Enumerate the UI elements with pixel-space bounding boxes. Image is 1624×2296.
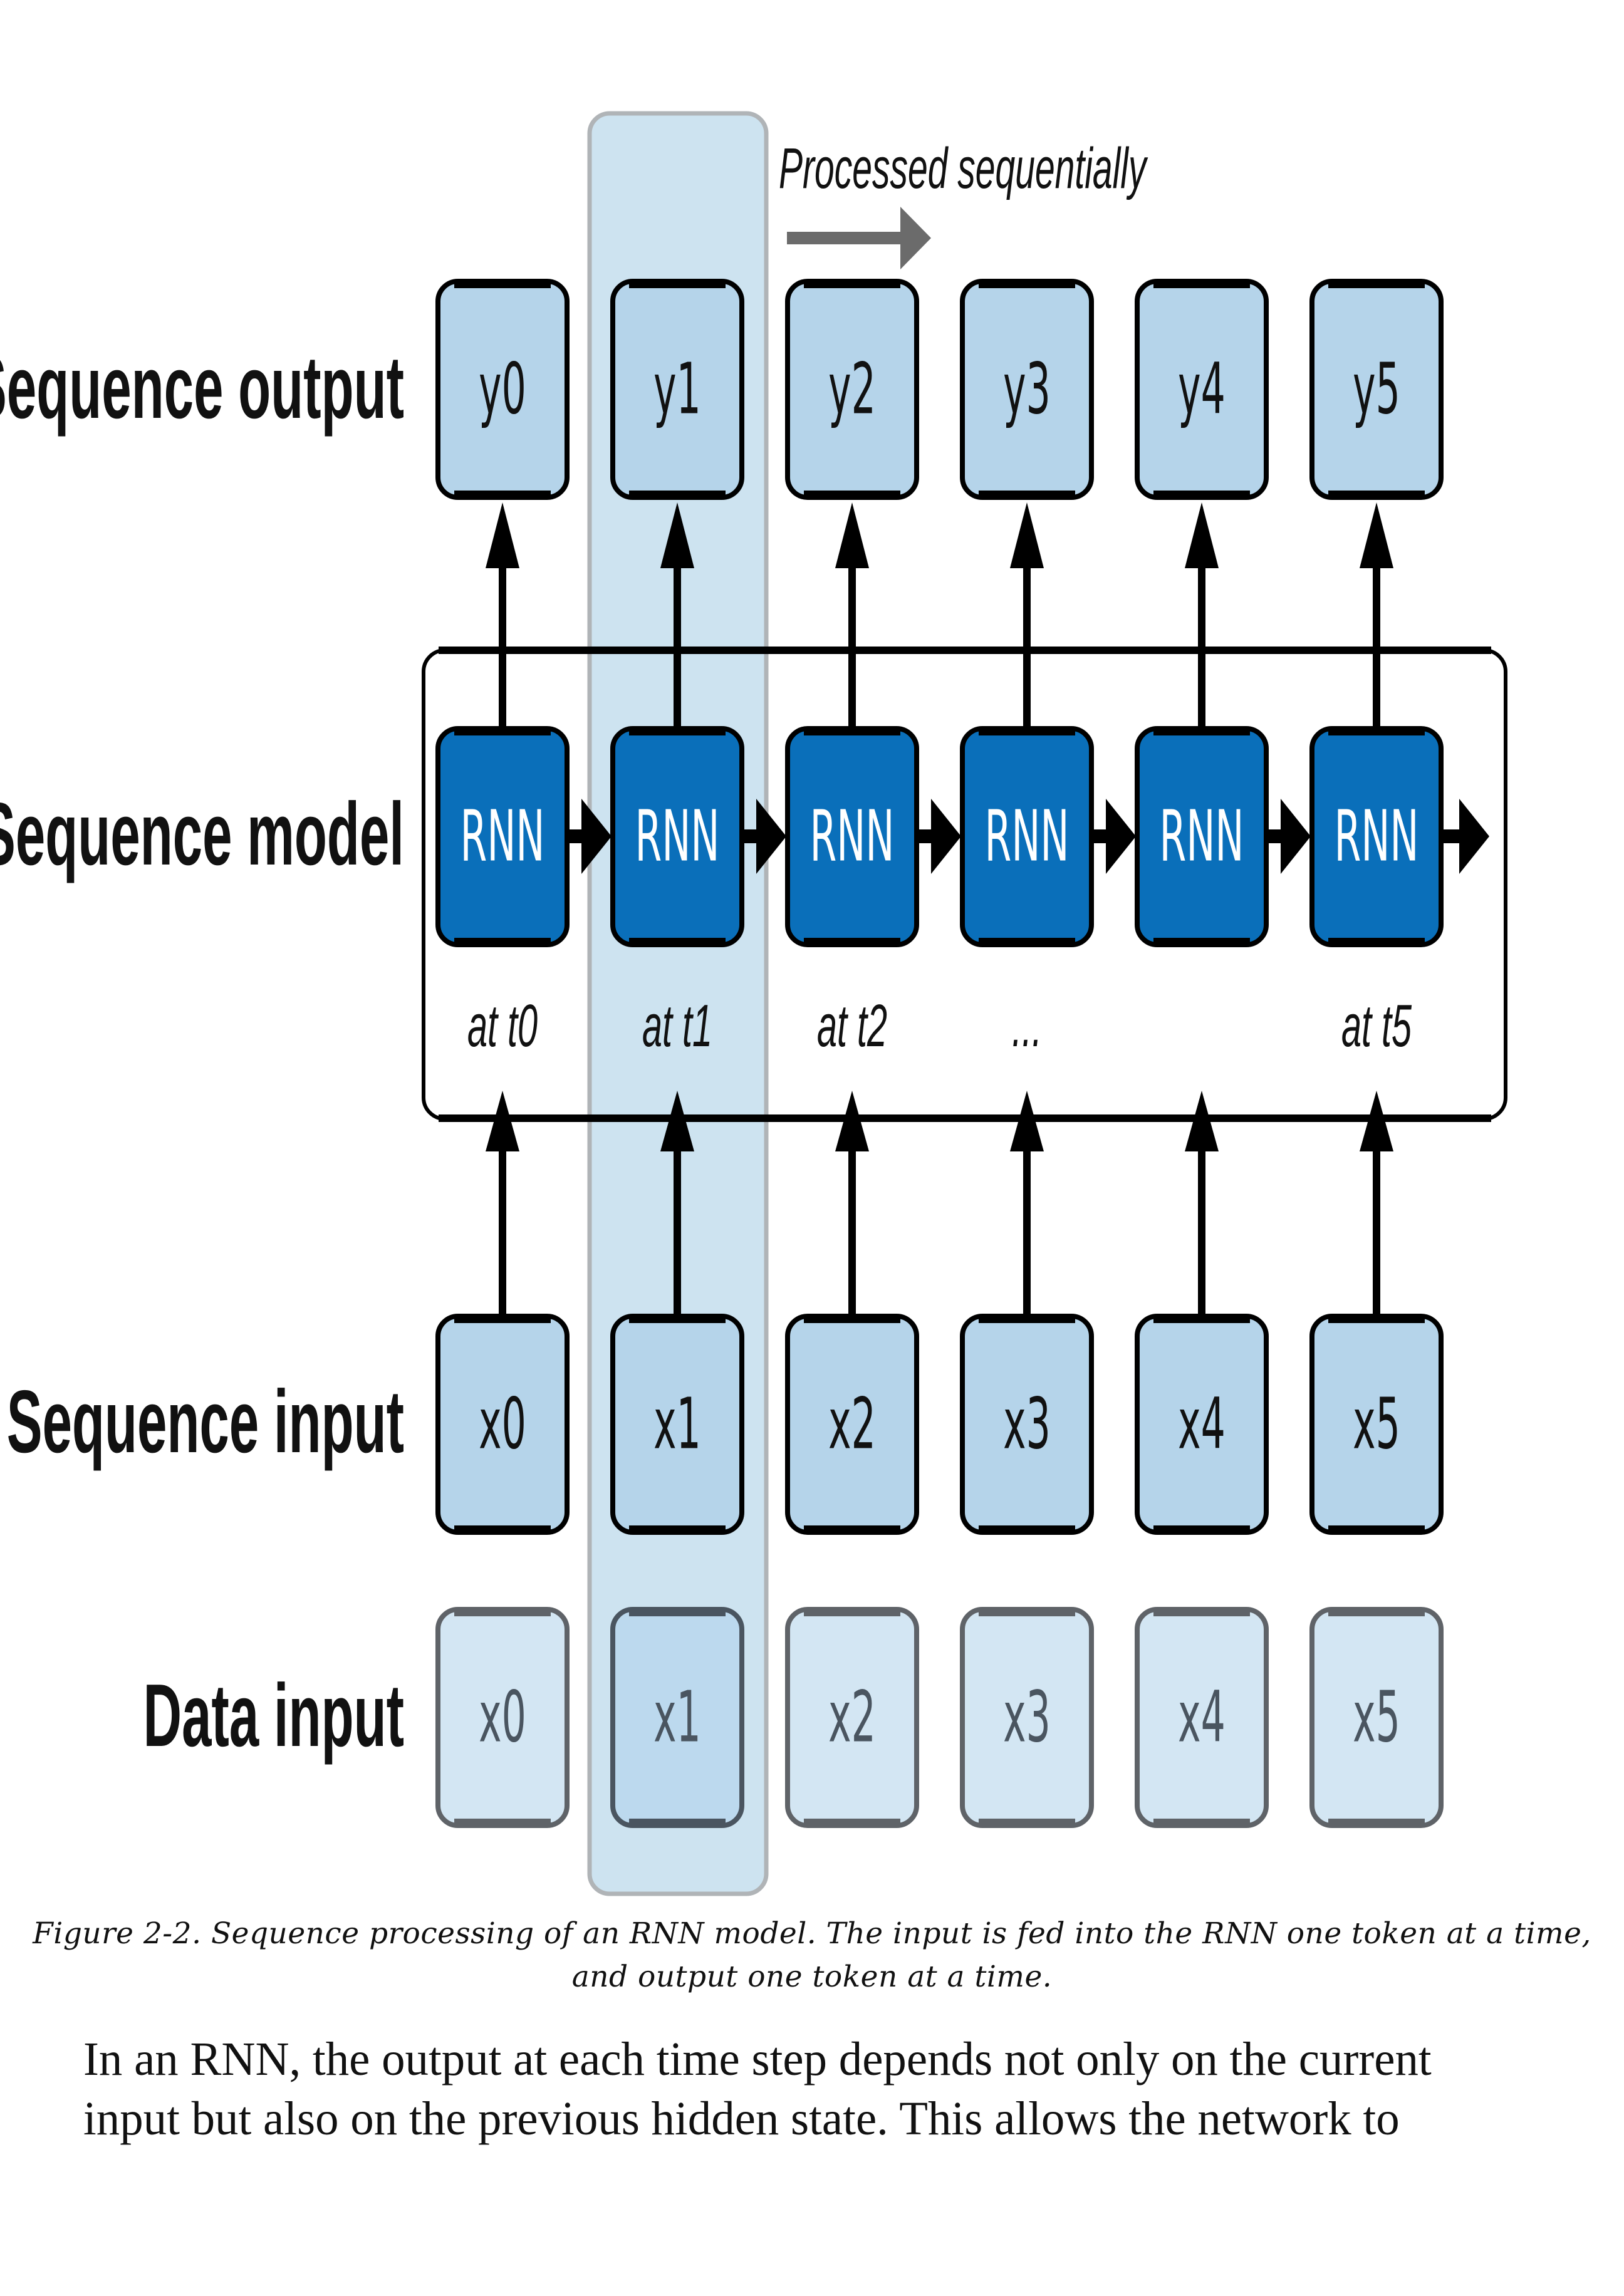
output-cell-label: y5 — [1353, 349, 1400, 430]
model-cell-1: RNN — [610, 726, 744, 947]
model-cell-3: RNN — [960, 726, 1094, 947]
data-cell-3: x3 — [960, 1607, 1094, 1828]
model-cell-label: RNN — [810, 796, 895, 878]
row-label-input: Sequence input — [7, 1371, 404, 1471]
output-cell-0: y0 — [435, 279, 570, 500]
data-cell-label: x5 — [1353, 1677, 1400, 1758]
model-cell-5: RNN — [1309, 726, 1444, 947]
time-label-0: at t0 — [467, 992, 538, 1059]
model-cell-label: RNN — [461, 796, 545, 878]
output-cell-4: y4 — [1135, 279, 1269, 500]
time-label-2: at t2 — [817, 992, 887, 1059]
row-label-model: Sequence model — [0, 784, 404, 883]
recurrent-arrow-icon — [1267, 799, 1311, 874]
output-arrow-icon — [1360, 502, 1393, 730]
output-arrow-icon — [1010, 502, 1044, 730]
data-cell-5: x5 — [1309, 1607, 1444, 1828]
output-arrow-icon — [835, 502, 869, 730]
row-label-output: Sequence output — [0, 337, 404, 437]
model-cell-label: RNN — [1160, 796, 1244, 878]
input-cell-label: x5 — [1353, 1384, 1400, 1465]
data-cell-label: x3 — [1003, 1677, 1051, 1758]
caption-line-1: Figure 2-2. Sequence processing of an RN… — [33, 1916, 1591, 1951]
row-label-data: Data input — [143, 1665, 404, 1765]
input-arrow-icon — [1185, 1091, 1219, 1319]
output-cell-label: y0 — [479, 349, 526, 430]
data-cell-4: x4 — [1135, 1607, 1269, 1828]
output-cell-2: y2 — [785, 279, 919, 500]
time-label-5: at t5 — [1341, 992, 1412, 1059]
input-cell-3: x3 — [960, 1314, 1094, 1535]
data-cell-label: x1 — [653, 1677, 701, 1758]
time-label-3: ... — [1012, 992, 1042, 1059]
input-arrow-icon — [486, 1091, 519, 1319]
data-cell-1: x1 — [610, 1607, 744, 1828]
figure-caption: Figure 2-2. Sequence processing of an RN… — [0, 1912, 1624, 1998]
model-cell-label: RNN — [635, 796, 720, 878]
processed-sequentially-label: Processed sequentially — [779, 137, 1148, 200]
model-cell-2: RNN — [785, 726, 919, 947]
data-cell-0: x0 — [435, 1607, 570, 1828]
output-arrow-icon — [1185, 502, 1219, 730]
input-arrow-icon — [1360, 1091, 1393, 1319]
time-label-1: at t1 — [642, 992, 712, 1059]
input-cell-0: x0 — [435, 1314, 570, 1535]
model-cell-0: RNN — [435, 726, 570, 947]
recurrent-arrow-icon — [1093, 799, 1136, 874]
model-cell-4: RNN — [1135, 726, 1269, 947]
recurrent-arrow-icon — [1442, 799, 1489, 874]
input-cell-1: x1 — [610, 1314, 744, 1535]
processed-sequentially-arrow-icon — [787, 207, 931, 269]
output-cell-label: y3 — [1003, 349, 1051, 430]
data-cell-label: x4 — [1178, 1677, 1226, 1758]
data-cell-2: x2 — [785, 1607, 919, 1828]
model-cell-label: RNN — [1335, 796, 1419, 878]
input-cell-label: x2 — [828, 1384, 876, 1465]
caption-line-2: and output one token at a time. — [571, 1960, 1053, 1994]
output-cell-1: y1 — [610, 279, 744, 500]
input-cell-label: x0 — [479, 1384, 526, 1465]
output-arrow-icon — [486, 502, 519, 730]
input-cell-5: x5 — [1309, 1314, 1444, 1535]
input-cell-label: x1 — [653, 1384, 701, 1465]
input-cell-label: x3 — [1003, 1384, 1051, 1465]
input-arrow-icon — [660, 1091, 694, 1319]
data-cell-label: x0 — [479, 1677, 526, 1758]
input-cell-2: x2 — [785, 1314, 919, 1535]
model-cell-label: RNN — [985, 796, 1070, 878]
body-line-2: input but also on the previous hidden st… — [83, 2092, 1400, 2145]
output-cell-5: y5 — [1309, 279, 1444, 500]
body-line-1: In an RNN, the output at each time step … — [83, 2033, 1432, 2086]
data-cell-label: x2 — [828, 1677, 876, 1758]
output-cell-label: y2 — [828, 349, 876, 430]
output-cell-3: y3 — [960, 279, 1094, 500]
input-cell-4: x4 — [1135, 1314, 1269, 1535]
recurrent-arrow-icon — [918, 799, 961, 874]
body-paragraph: In an RNN, the output at each time step … — [83, 2030, 1564, 2149]
input-arrow-icon — [835, 1091, 869, 1319]
output-arrow-icon — [660, 502, 694, 730]
input-arrow-icon — [1010, 1091, 1044, 1319]
output-cell-label: y1 — [653, 349, 701, 430]
recurrent-arrow-icon — [568, 799, 612, 874]
input-cell-label: x4 — [1178, 1384, 1226, 1465]
output-cell-label: y4 — [1178, 349, 1226, 430]
recurrent-arrow-icon — [743, 799, 786, 874]
